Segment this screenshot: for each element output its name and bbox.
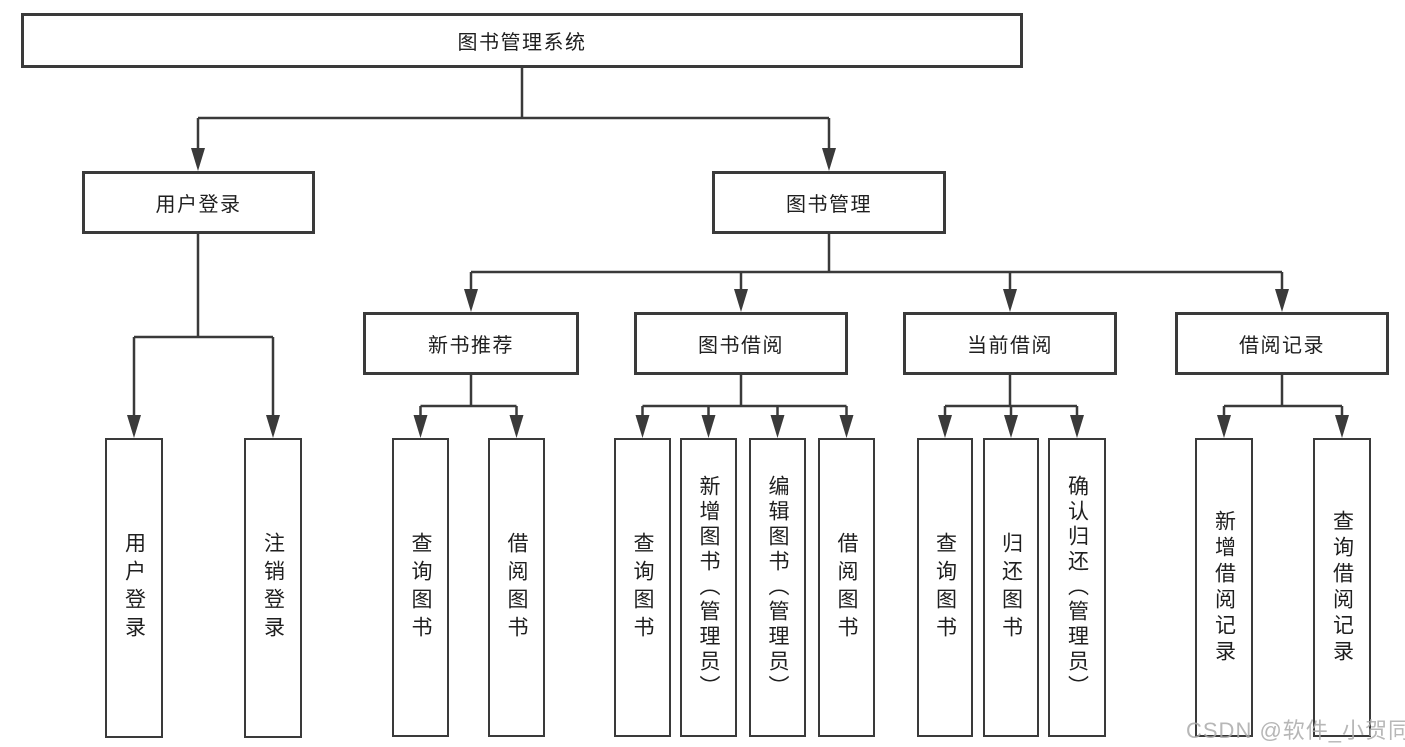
csdn-watermark: CSDN @软件_小贺同学 [1186, 718, 1405, 743]
leaf-query-books-recommend: 查询图书 [392, 438, 449, 737]
leaf-borrow-books-recommend: 借阅图书 [488, 438, 545, 737]
node-book-management: 图书管理 [712, 171, 946, 234]
leaf-add-book-admin: 新增图书（管理员） [680, 438, 737, 737]
node-borrowing-records: 借阅记录 [1175, 312, 1389, 375]
leaf-confirm-return-admin: 确认归还（管理员） [1048, 438, 1106, 737]
node-user-login-module: 用户登录 [82, 171, 315, 234]
leaf-query-borrow-record: 查询借阅记录 [1313, 438, 1371, 737]
leaf-edit-book-admin: 编辑图书（管理员） [749, 438, 806, 737]
node-current-borrowing: 当前借阅 [903, 312, 1117, 375]
leaf-return-books: 归还图书 [983, 438, 1039, 737]
leaf-borrow-books-borrowing: 借阅图书 [818, 438, 875, 737]
leaf-query-books-borrowing: 查询图书 [614, 438, 671, 737]
leaf-add-borrow-record: 新增借阅记录 [1195, 438, 1253, 737]
node-library-system: 图书管理系统 [21, 13, 1023, 68]
leaf-user-login: 用户登录 [105, 438, 163, 738]
arrowhead-icons [127, 148, 1349, 438]
leaf-logout: 注销登录 [244, 438, 302, 738]
leaf-query-books-current: 查询图书 [917, 438, 973, 737]
node-book-borrowing: 图书借阅 [634, 312, 848, 375]
node-new-book-recommend: 新书推荐 [363, 312, 579, 375]
